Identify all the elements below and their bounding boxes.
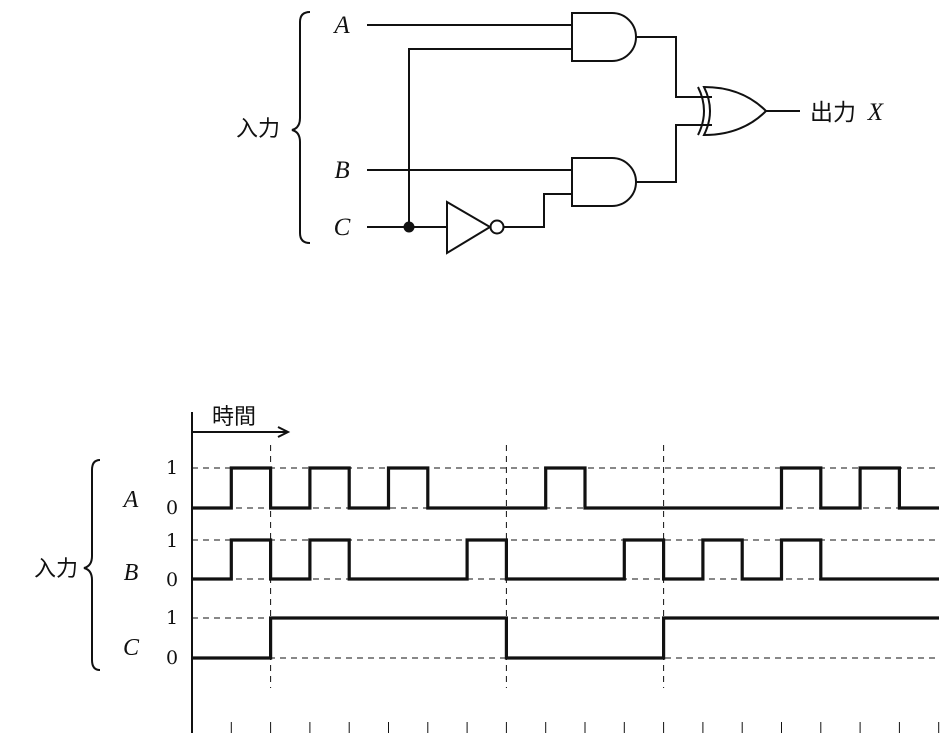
- circuit-input-label-a: A: [332, 12, 350, 39]
- circuit-input-group-label: 入力: [236, 117, 280, 142]
- signal-label-b: B: [124, 560, 139, 586]
- junction-dot: [403, 221, 415, 233]
- circuit-diagram: 入力 A B C 出力 X: [236, 11, 885, 255]
- signal-label-a: A: [122, 487, 139, 513]
- wire-and1-to-or: [636, 36, 712, 98]
- level-label-c-low: 0: [166, 647, 178, 669]
- level-label-a-high: 1: [166, 457, 178, 479]
- timing-diagram: 時間 入力 A B C 1 0 1 0 1 0: [34, 405, 940, 733]
- level-label-b-high: 1: [166, 530, 178, 552]
- input-brace: [291, 11, 311, 244]
- level-label-a-low: 0: [166, 497, 178, 519]
- or-gate: [702, 85, 768, 137]
- and-gate-1: [571, 12, 637, 62]
- or-gate-back-curve: [697, 86, 705, 136]
- time-label: 時間: [212, 405, 256, 430]
- timing-input-brace: [83, 459, 101, 671]
- circuit-output-prefix: 出力: [810, 100, 856, 126]
- circuit-output-label: 出力 X: [810, 99, 885, 126]
- timing-input-group-label: 入力: [34, 557, 78, 582]
- time-arrow-head: [277, 426, 291, 438]
- wire-and2-to-or: [636, 124, 712, 183]
- wire-c-to-and1: [408, 48, 572, 227]
- level-label-b-low: 0: [166, 569, 178, 591]
- waveform-a: [192, 466, 939, 510]
- not-gate: [446, 200, 492, 255]
- waveform-b: [192, 538, 939, 581]
- not-gate-bubble: [489, 219, 505, 235]
- signal-label-c: C: [123, 635, 140, 661]
- level-label-c-high: 1: [166, 607, 178, 629]
- wire-not-to-and2: [503, 193, 572, 228]
- timing-waveforms: [192, 445, 940, 733]
- circuit-output-name: X: [867, 99, 885, 126]
- and-gate-2: [571, 157, 637, 207]
- waveform-c: [192, 616, 939, 660]
- circuit-input-label-b: B: [334, 157, 349, 184]
- circuit-input-label-c: C: [334, 214, 351, 241]
